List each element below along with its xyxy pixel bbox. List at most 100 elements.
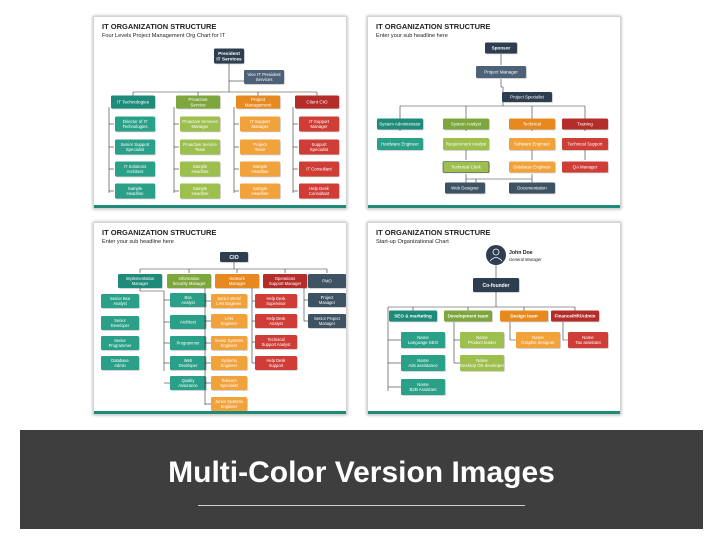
node-label: Manager [192, 124, 210, 129]
avatar-icon-head [492, 248, 500, 256]
slide-project-org-chart[interactable]: IT ORGANIZATION STRUCTURE Enter your sub… [367, 16, 621, 209]
slide-subtitle: Start-up Organizational Chart [376, 239, 449, 245]
node-label: Desktop OS developer [460, 363, 505, 368]
node-label: Vice IT President [247, 72, 281, 77]
node-label: Senior Project [314, 316, 341, 321]
role-node [101, 294, 139, 308]
slide-subtitle: Enter your sub headline here [376, 33, 448, 39]
department-head-node [377, 118, 423, 130]
project-specialist-node [502, 92, 552, 102]
node-label: Web Designer [451, 186, 479, 191]
node-label: Senior [114, 338, 126, 343]
slide-startup-org-chart[interactable]: IT ORGANIZATION STRUCTURE Start-up Organ… [367, 222, 621, 415]
node-label: Technical Clerk [451, 165, 482, 170]
node-label: Junior Systems [215, 399, 243, 404]
node-label: Sponsor [492, 46, 511, 51]
person-node [568, 332, 608, 348]
title-banner: Multi-Color Version Images [20, 430, 703, 529]
node-label: Senior [114, 318, 126, 323]
person-node [516, 332, 560, 348]
node-label: Support Manager [269, 281, 302, 286]
slide-title: IT ORGANIZATION STRUCTURE [376, 22, 491, 31]
node-label: Project [251, 97, 266, 102]
banner-underline [198, 505, 525, 506]
node-label: Technical [523, 122, 541, 127]
node-label: Finance/HR/Admin [555, 314, 596, 319]
role-node [443, 138, 489, 150]
node-label: Technical [267, 337, 284, 342]
node-label: Bsa [184, 295, 192, 300]
node-label: Co-founder [483, 283, 510, 289]
role-node [445, 182, 485, 194]
node-label: Ads assistance [408, 363, 438, 368]
role-node [562, 138, 608, 150]
project-manager-node [476, 66, 526, 78]
node-label: Technical Support [568, 142, 604, 147]
node-label: Telecom [221, 378, 237, 383]
node-label: Support [311, 142, 327, 147]
node-label: Training [577, 122, 593, 127]
node-label: Headline [252, 191, 270, 196]
node-label: Operations [275, 276, 295, 281]
role-node [255, 294, 297, 308]
node-label: Manager [252, 124, 270, 129]
role-node [101, 356, 139, 370]
node-label: SEO & marketing [394, 314, 432, 319]
role-node [115, 116, 155, 132]
node-label: Support Analyst [262, 342, 292, 347]
person-name: John Doe [509, 250, 533, 256]
node-label: Analyst [269, 321, 283, 326]
role-node [180, 116, 220, 132]
node-label: Analyst [113, 301, 127, 306]
node-label: LAN Engineer [216, 301, 242, 306]
node-label: Quality [182, 378, 196, 383]
role-node [509, 161, 555, 173]
department-head-node [236, 95, 280, 109]
node-label: Specialist [126, 147, 145, 152]
avatar-icon-body [489, 257, 503, 262]
node-label: Team [195, 147, 206, 152]
node-label: Sample [193, 186, 208, 191]
role-node [170, 293, 206, 307]
slide-cio-org-chart[interactable]: IT ORGANIZATION STRUCTURE Enter your sub… [93, 222, 347, 415]
role-node [240, 161, 280, 177]
node-label: System Analyst [451, 122, 482, 127]
role-node [240, 139, 280, 155]
department-head-node [295, 95, 339, 109]
role-node [562, 161, 608, 173]
node-label: Assurance [178, 383, 198, 388]
node-label: Architect [127, 169, 145, 174]
node-label: Project [253, 142, 267, 147]
node-label: Consultant [309, 191, 330, 196]
node-label: IT Consultant [306, 167, 332, 172]
node-label: Developer [179, 363, 198, 368]
role-node [211, 397, 247, 411]
role-node [509, 138, 555, 150]
department-head-node [444, 310, 492, 322]
accent-bar [94, 205, 346, 208]
node-label: Help Desk [267, 316, 287, 321]
node-label: Headline [252, 169, 270, 174]
person-node [401, 379, 445, 395]
node-label: Sample [253, 186, 268, 191]
node-label: Specialist [310, 147, 329, 152]
node-label: System Administrator [379, 122, 421, 127]
node-label: Services [256, 77, 274, 82]
role-node [115, 183, 155, 199]
slide-four-level-org-chart[interactable]: IT ORGANIZATION STRUCTURE Four Levels Pr… [93, 16, 347, 209]
department-head-node [118, 274, 162, 288]
department-head-node [111, 95, 155, 109]
department-head-node [551, 310, 599, 322]
node-label: Project Manager [484, 70, 518, 75]
node-label: Name [417, 382, 429, 387]
node-label: Name [582, 335, 594, 340]
node-label: Senior Support [121, 142, 150, 147]
node-label: LAN [225, 316, 233, 321]
person-node [401, 332, 445, 348]
node-label: Headline [127, 191, 145, 196]
role-node [299, 116, 339, 132]
node-label: Support [269, 363, 284, 368]
node-label: Product leader [468, 340, 497, 345]
department-head-node [443, 118, 489, 130]
